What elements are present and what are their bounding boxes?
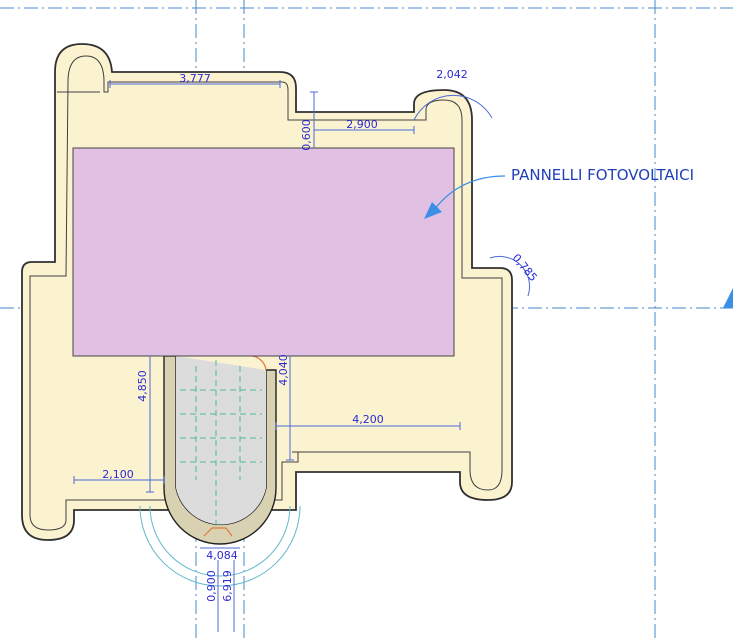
callout-label: PANNELLI FOTOVOLTAICI [511,166,694,184]
dim-label-0600: 0,600 [300,119,313,151]
outer-arc-2 [139,505,301,587]
dim-label-0900: 0,900 [205,570,218,602]
dim-label-4850: 4,850 [136,370,149,402]
dim-label-3777: 3,777 [179,72,211,85]
inner-wall [29,55,503,531]
dim-label-2042: 2,042 [436,68,468,81]
photovoltaic-panels[interactable] [72,147,455,357]
entry-door [203,527,233,537]
dim-label-0785: 0,785 [510,252,540,284]
callout-arrow-icon [424,202,442,219]
stair-structure [139,355,301,587]
stair-floor [176,356,266,525]
dim-label-4200: 4,200 [352,413,384,426]
section-marker-icon [723,288,733,308]
panel-callout: PANNELLI FOTOVOLTAICI [424,166,694,219]
dim-label-6919: 6,919 [221,570,234,602]
callout-leader [433,175,506,211]
dim-label-4040: 4,040 [277,354,290,386]
dim-label-2900: 2,900 [346,118,378,131]
dim-arc-0785 [489,255,531,297]
dim-label-4084: 4,084 [206,549,238,562]
outer-arc-1 [149,505,291,577]
dim-arc-2042 [413,94,493,121]
dim-label-2100: 2,100 [102,468,134,481]
